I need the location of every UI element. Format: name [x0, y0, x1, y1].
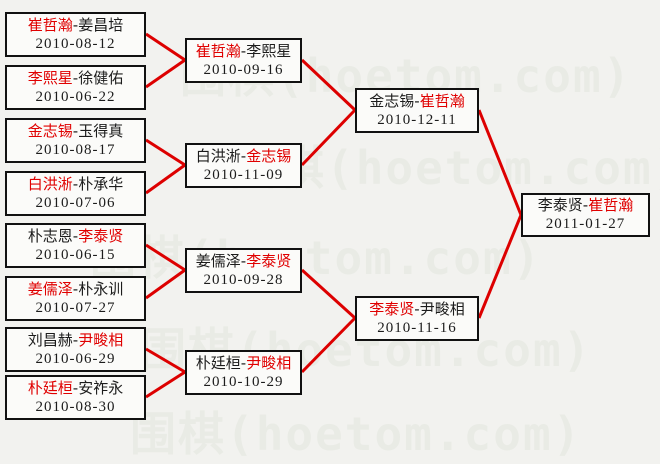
match-players: 金志锡-崔哲瀚	[369, 92, 464, 111]
vs-separator: -	[72, 15, 79, 34]
player-name: 崔哲瀚	[195, 41, 241, 60]
match-players: 白洪淅-金志锡	[196, 147, 291, 166]
match-box-r1-3: 金志锡-玉得真 2010-08-17	[5, 118, 146, 163]
player-name: 崔哲瀚	[588, 196, 634, 214]
match-date: 2010-08-12	[35, 35, 116, 52]
match-date: 2010-09-16	[203, 61, 284, 78]
vs-separator: -	[72, 279, 79, 298]
player-name: 刘昌赫	[27, 330, 73, 349]
match-date: 2010-06-22	[35, 88, 116, 105]
match-players: 李泰贤-崔哲瀚	[538, 196, 633, 215]
match-box-r1-7: 刘昌赫-尹畯相 2010-06-29	[5, 327, 146, 372]
match-date: 2010-06-29	[35, 350, 116, 367]
match-date: 2010-11-09	[203, 166, 284, 183]
vs-separator: -	[72, 378, 79, 397]
match-box-r2-3: 姜儒泽-李泰贤 2010-09-28	[185, 248, 302, 293]
player-name: 白洪淅	[195, 146, 241, 165]
player-name: 朴志恩	[27, 226, 73, 245]
match-players: 姜儒泽-李泰贤	[196, 252, 291, 271]
match-players: 李熙星-徐健佑	[28, 69, 123, 88]
player-name: 金志锡	[369, 91, 415, 110]
match-box-r2-2: 白洪淅-金志锡 2010-11-09	[185, 143, 302, 188]
match-box-final: 李泰贤-崔哲瀚 2011-01-27	[521, 193, 650, 237]
player-name: 徐健佑	[78, 68, 124, 87]
player-name: 李泰贤	[246, 251, 292, 270]
vs-separator: -	[72, 226, 79, 245]
bracket-lines	[145, 32, 523, 399]
player-name: 朴廷桓	[195, 353, 241, 372]
player-name: 金志锡	[27, 121, 73, 140]
match-date: 2010-07-06	[35, 194, 116, 211]
match-date: 2010-08-17	[35, 141, 116, 158]
vs-separator: -	[414, 299, 420, 318]
player-name: 安祚永	[78, 378, 124, 397]
match-box-r2-4: 朴廷桓-尹畯相 2010-10-29	[185, 350, 302, 395]
vs-separator: -	[72, 121, 79, 140]
player-name: 尹畯相	[246, 353, 292, 372]
match-players: 白洪淅-朴承华	[28, 175, 123, 194]
match-date: 2011-01-27	[545, 216, 626, 232]
player-name: 金志锡	[246, 146, 292, 165]
match-box-r2-1: 崔哲瀚-李熙星 2010-09-16	[185, 38, 302, 83]
player-name: 李泰贤	[537, 196, 583, 214]
player-name: 姜儒泽	[195, 251, 241, 270]
player-name: 朴承华	[78, 174, 124, 193]
bracket-lines-layer	[145, 32, 523, 399]
player-name: 姜昌培	[78, 15, 124, 34]
vs-separator: -	[72, 330, 79, 349]
player-name: 朴永训	[78, 279, 124, 298]
vs-separator: -	[240, 251, 247, 270]
match-box-sf-2: 李泰贤-尹畯相 2010-11-16	[355, 296, 479, 341]
match-date: 2010-06-15	[35, 246, 116, 263]
player-name: 姜儒泽	[27, 279, 73, 298]
vs-separator: -	[582, 196, 589, 214]
match-date: 2010-08-30	[35, 398, 116, 415]
vs-separator: -	[240, 353, 247, 372]
match-date: 2010-12-11	[377, 111, 457, 128]
vs-separator: -	[240, 41, 247, 60]
match-players: 朴廷桓-尹畯相	[196, 354, 291, 373]
match-box-r1-4: 白洪淅-朴承华 2010-07-06	[5, 171, 146, 216]
vs-separator: -	[240, 146, 247, 165]
match-players: 崔哲瀚-姜昌培	[28, 16, 123, 35]
match-box-r1-5: 朴志恩-李泰贤 2010-06-15	[5, 223, 146, 268]
match-date: 2010-09-28	[203, 271, 284, 288]
match-players: 朴廷桓-安祚永	[28, 379, 123, 398]
player-name: 李泰贤	[369, 299, 415, 318]
match-players: 李泰贤-尹畯相	[369, 300, 464, 319]
match-players: 刘昌赫-尹畯相	[28, 331, 123, 350]
player-name: 李泰贤	[78, 226, 124, 245]
match-box-r1-2: 李熙星-徐健佑 2010-06-22	[5, 65, 146, 110]
match-box-sf-1: 金志锡-崔哲瀚 2010-12-11	[355, 88, 479, 133]
match-players: 崔哲瀚-李熙星	[196, 42, 291, 61]
vs-separator: -	[72, 174, 79, 193]
match-date: 2010-11-16	[377, 319, 457, 336]
player-name: 李熙星	[246, 41, 292, 60]
match-players: 金志锡-玉得真	[28, 122, 123, 141]
match-box-r1-6: 姜儒泽-朴永训 2010-07-27	[5, 276, 146, 321]
player-name: 尹畯相	[419, 299, 465, 318]
player-name: 崔哲瀚	[27, 15, 73, 34]
match-date: 2010-10-29	[203, 373, 284, 390]
match-players: 姜儒泽-朴永训	[28, 280, 123, 299]
player-name: 朴廷桓	[27, 378, 73, 397]
player-name: 玉得真	[78, 121, 124, 140]
match-box-r1-1: 崔哲瀚-姜昌培 2010-08-12	[5, 12, 146, 57]
player-name: 白洪淅	[27, 174, 73, 193]
match-players: 朴志恩-李泰贤	[28, 227, 123, 246]
player-name: 崔哲瀚	[419, 91, 465, 110]
match-date: 2010-07-27	[35, 299, 116, 316]
vs-separator: -	[72, 68, 79, 87]
vs-separator: -	[414, 91, 420, 110]
player-name: 尹畯相	[78, 330, 124, 349]
match-box-r1-8: 朴廷桓-安祚永 2010-08-30	[5, 375, 146, 420]
player-name: 李熙星	[27, 68, 73, 87]
